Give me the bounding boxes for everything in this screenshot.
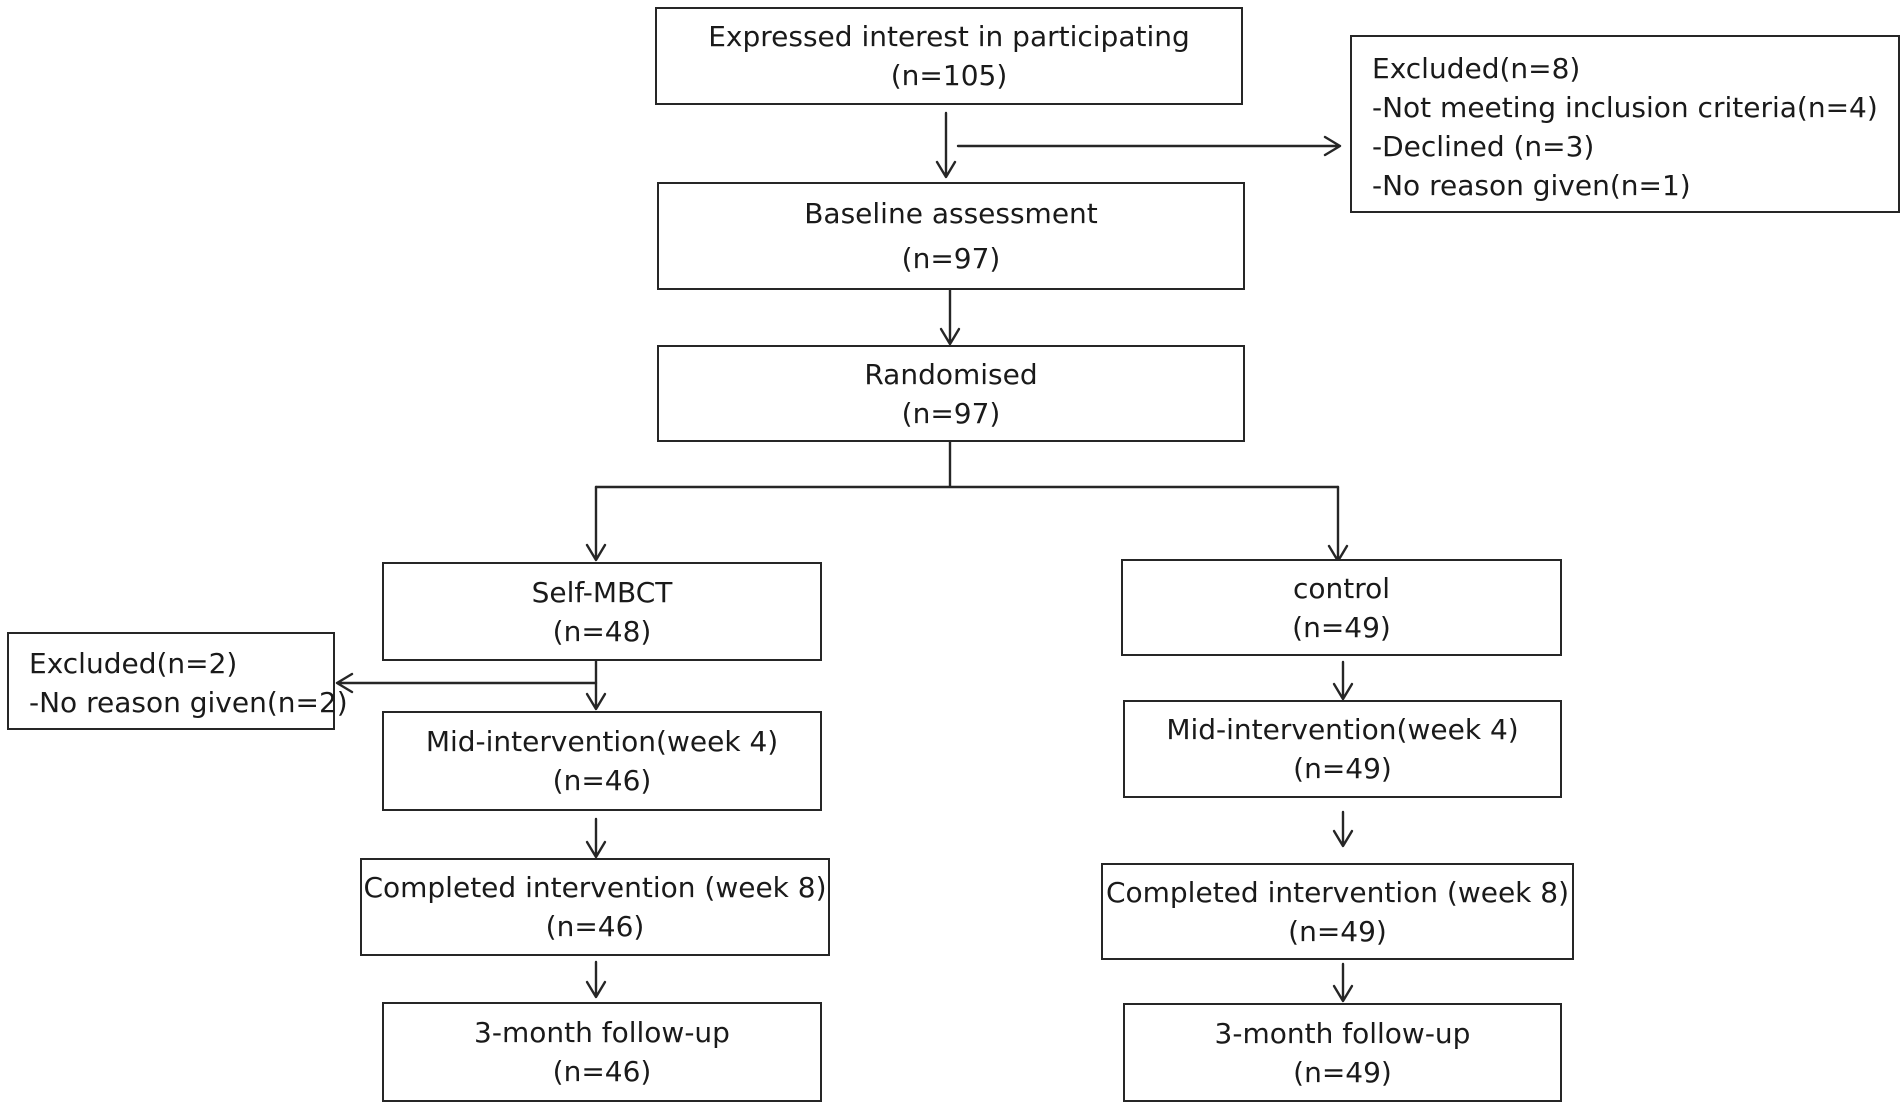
- control-count: (n=49): [1292, 610, 1391, 644]
- control-followup-count: (n=49): [1293, 1055, 1392, 1089]
- excluded-left-title: Excluded(n=2): [29, 647, 238, 680]
- control-followup-box: 3-month follow-up (n=49): [1123, 1003, 1562, 1102]
- self-mbct-mid-title: Mid-intervention(week 4): [425, 725, 779, 758]
- arrow-interest-to-baseline: [935, 111, 957, 179]
- arrow-control-to-mid: [1332, 660, 1354, 701]
- interest-box: Expressed interest in participating (n=1…: [655, 7, 1243, 105]
- arrow-baseline-to-randomised: [939, 288, 961, 346]
- control-completed-box: Completed intervention (week 8) (n=49): [1101, 863, 1574, 960]
- self-mbct-completed-box: Completed intervention (week 8) (n=46): [360, 858, 830, 956]
- excluded-top-reason: -No reason given(n=1): [1372, 169, 1691, 202]
- self-mbct-completed-count: (n=46): [545, 910, 645, 943]
- self-mbct-mid-count: (n=46): [552, 764, 652, 797]
- control-mid-count: (n=49): [1293, 752, 1392, 785]
- self-mbct-completed-title: Completed intervention (week 8): [363, 871, 827, 904]
- control-completed-count: (n=49): [1288, 914, 1387, 948]
- self-mbct-mid-box: Mid-intervention(week 4) (n=46): [382, 711, 822, 811]
- control-title: control: [1292, 571, 1391, 605]
- arrow-to-excluded-top: [956, 135, 1342, 157]
- randomised-count: (n=97): [901, 396, 1001, 430]
- self-mbct-followup-title: 3-month follow-up: [474, 1016, 730, 1049]
- baseline-title: Baseline assessment: [804, 197, 1098, 230]
- excluded-top-reason: -Declined (n=3): [1372, 130, 1595, 163]
- self-mbct-box: Self-MBCT (n=48): [382, 562, 822, 661]
- self-mbct-followup-count: (n=46): [552, 1055, 652, 1088]
- excluded-left-box: Excluded(n=2) -No reason given(n=2): [7, 632, 348, 730]
- randomised-box: Randomised (n=97): [657, 345, 1245, 442]
- control-box: control (n=49): [1121, 559, 1562, 656]
- arrow-randomised-split: [594, 440, 1340, 489]
- interest-count: (n=105): [890, 59, 1008, 92]
- control-mid-title: Mid-intervention(week 4): [1166, 713, 1519, 746]
- arrow-split-to-control: [1327, 485, 1349, 563]
- arrow-to-excluded-left: [335, 672, 598, 694]
- excluded-top-title: Excluded(n=8): [1372, 52, 1581, 85]
- control-completed-title: Completed intervention (week 8): [1105, 875, 1570, 909]
- arrow-self-mid-to-completed: [585, 817, 607, 859]
- randomised-title: Randomised: [864, 357, 1038, 391]
- excluded-left-reason: -No reason given(n=2): [29, 686, 348, 719]
- arrow-self-mbct-to-mid: [585, 659, 607, 711]
- arrow-self-completed-to-followup: [585, 960, 607, 999]
- self-mbct-title: Self-MBCT: [531, 575, 673, 609]
- control-followup-title: 3-month follow-up: [1214, 1016, 1471, 1050]
- arrow-split-to-self-mbct: [585, 485, 607, 562]
- self-mbct-followup-box: 3-month follow-up (n=46): [382, 1002, 822, 1102]
- interest-title: Expressed interest in participating: [708, 20, 1190, 53]
- baseline-box: Baseline assessment (n=97): [657, 182, 1245, 290]
- self-mbct-count: (n=48): [552, 614, 652, 648]
- arrow-control-completed-to-followup: [1332, 962, 1354, 1003]
- excluded-top-reason: -Not meeting inclusion criteria(n=4): [1372, 91, 1878, 124]
- baseline-count: (n=97): [901, 242, 1001, 275]
- arrow-control-mid-to-completed: [1332, 810, 1354, 848]
- excluded-top-box: Excluded(n=8) -Not meeting inclusion cri…: [1350, 35, 1900, 213]
- control-mid-box: Mid-intervention(week 4) (n=49): [1123, 700, 1562, 798]
